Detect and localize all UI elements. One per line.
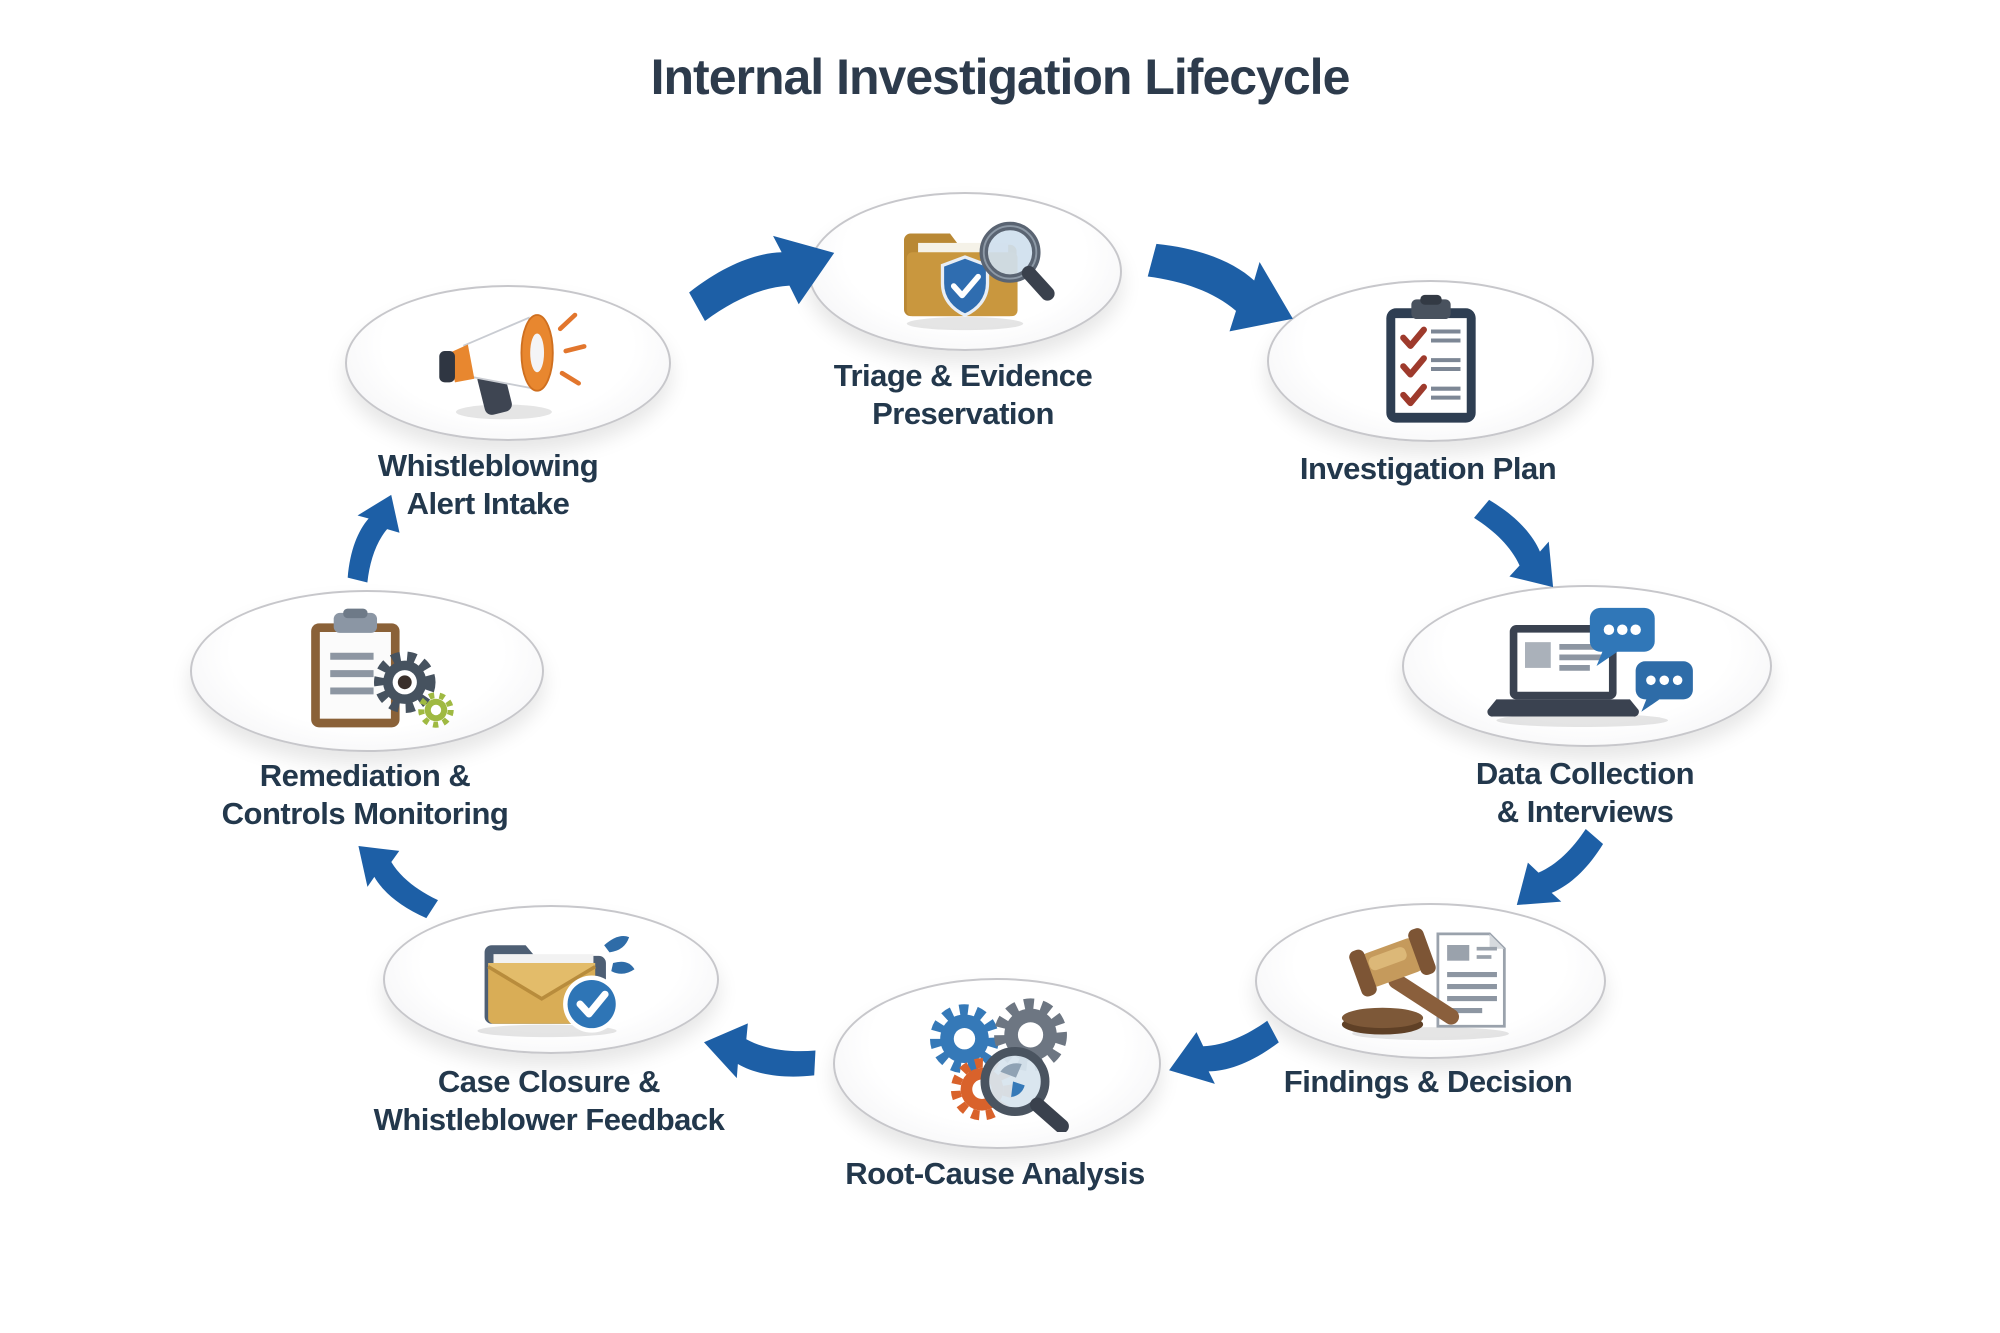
megaphone-icon — [438, 312, 586, 420]
arrow-whistleblowing-to-triage — [675, 214, 852, 339]
gavel-document-icon — [1341, 928, 1509, 1041]
clipboard-gears-icon — [310, 608, 454, 728]
stage-ellipse — [190, 590, 544, 752]
stage-label: Findings & Decision — [1283, 1064, 1573, 1099]
arrow-case-closure-to-remediation — [338, 824, 450, 936]
folder-shield-magnifier-icon — [904, 221, 1055, 330]
stage-label: Remediation & Controls Monitoring — [221, 758, 509, 831]
stage-label: Data Collection & Interviews — [1475, 756, 1695, 829]
stage-ellipse — [1267, 280, 1594, 442]
laptop-chat-icon — [1487, 607, 1693, 728]
stage-label: Triage & Evidence Preservation — [833, 358, 1093, 431]
arrow-remediation-to-whistleblowing — [327, 481, 417, 593]
gears-magnifier-icon — [929, 997, 1069, 1132]
stage-label: Case Closure & Whistleblower Feedback — [373, 1064, 725, 1137]
arrow-triage-to-investigation-plan — [1130, 210, 1316, 361]
stage-ellipse — [383, 905, 719, 1054]
stage-label: Investigation Plan — [1299, 451, 1557, 486]
folder-envelope-check-icon — [476, 935, 634, 1037]
arrow-investigation-plan-to-data-collection — [1460, 482, 1577, 609]
stage-ellipse — [808, 192, 1122, 351]
diagram-title: Internal Investigation Lifecycle — [650, 49, 1351, 105]
arrow-root-cause-to-case-closure — [693, 1009, 827, 1101]
arrow-findings-to-root-cause — [1157, 1007, 1289, 1100]
stage-ellipse — [1402, 585, 1772, 747]
arrow-data-collection-to-findings — [1496, 815, 1620, 929]
stage-label: Whistleblowing Alert Intake — [377, 448, 599, 521]
stage-ellipse — [345, 285, 671, 441]
stage-label: Root-Cause Analysis — [845, 1156, 1145, 1191]
stage-ellipse — [833, 978, 1161, 1149]
stage-ellipse — [1255, 903, 1606, 1059]
checklist-clipboard-icon — [1385, 294, 1476, 423]
